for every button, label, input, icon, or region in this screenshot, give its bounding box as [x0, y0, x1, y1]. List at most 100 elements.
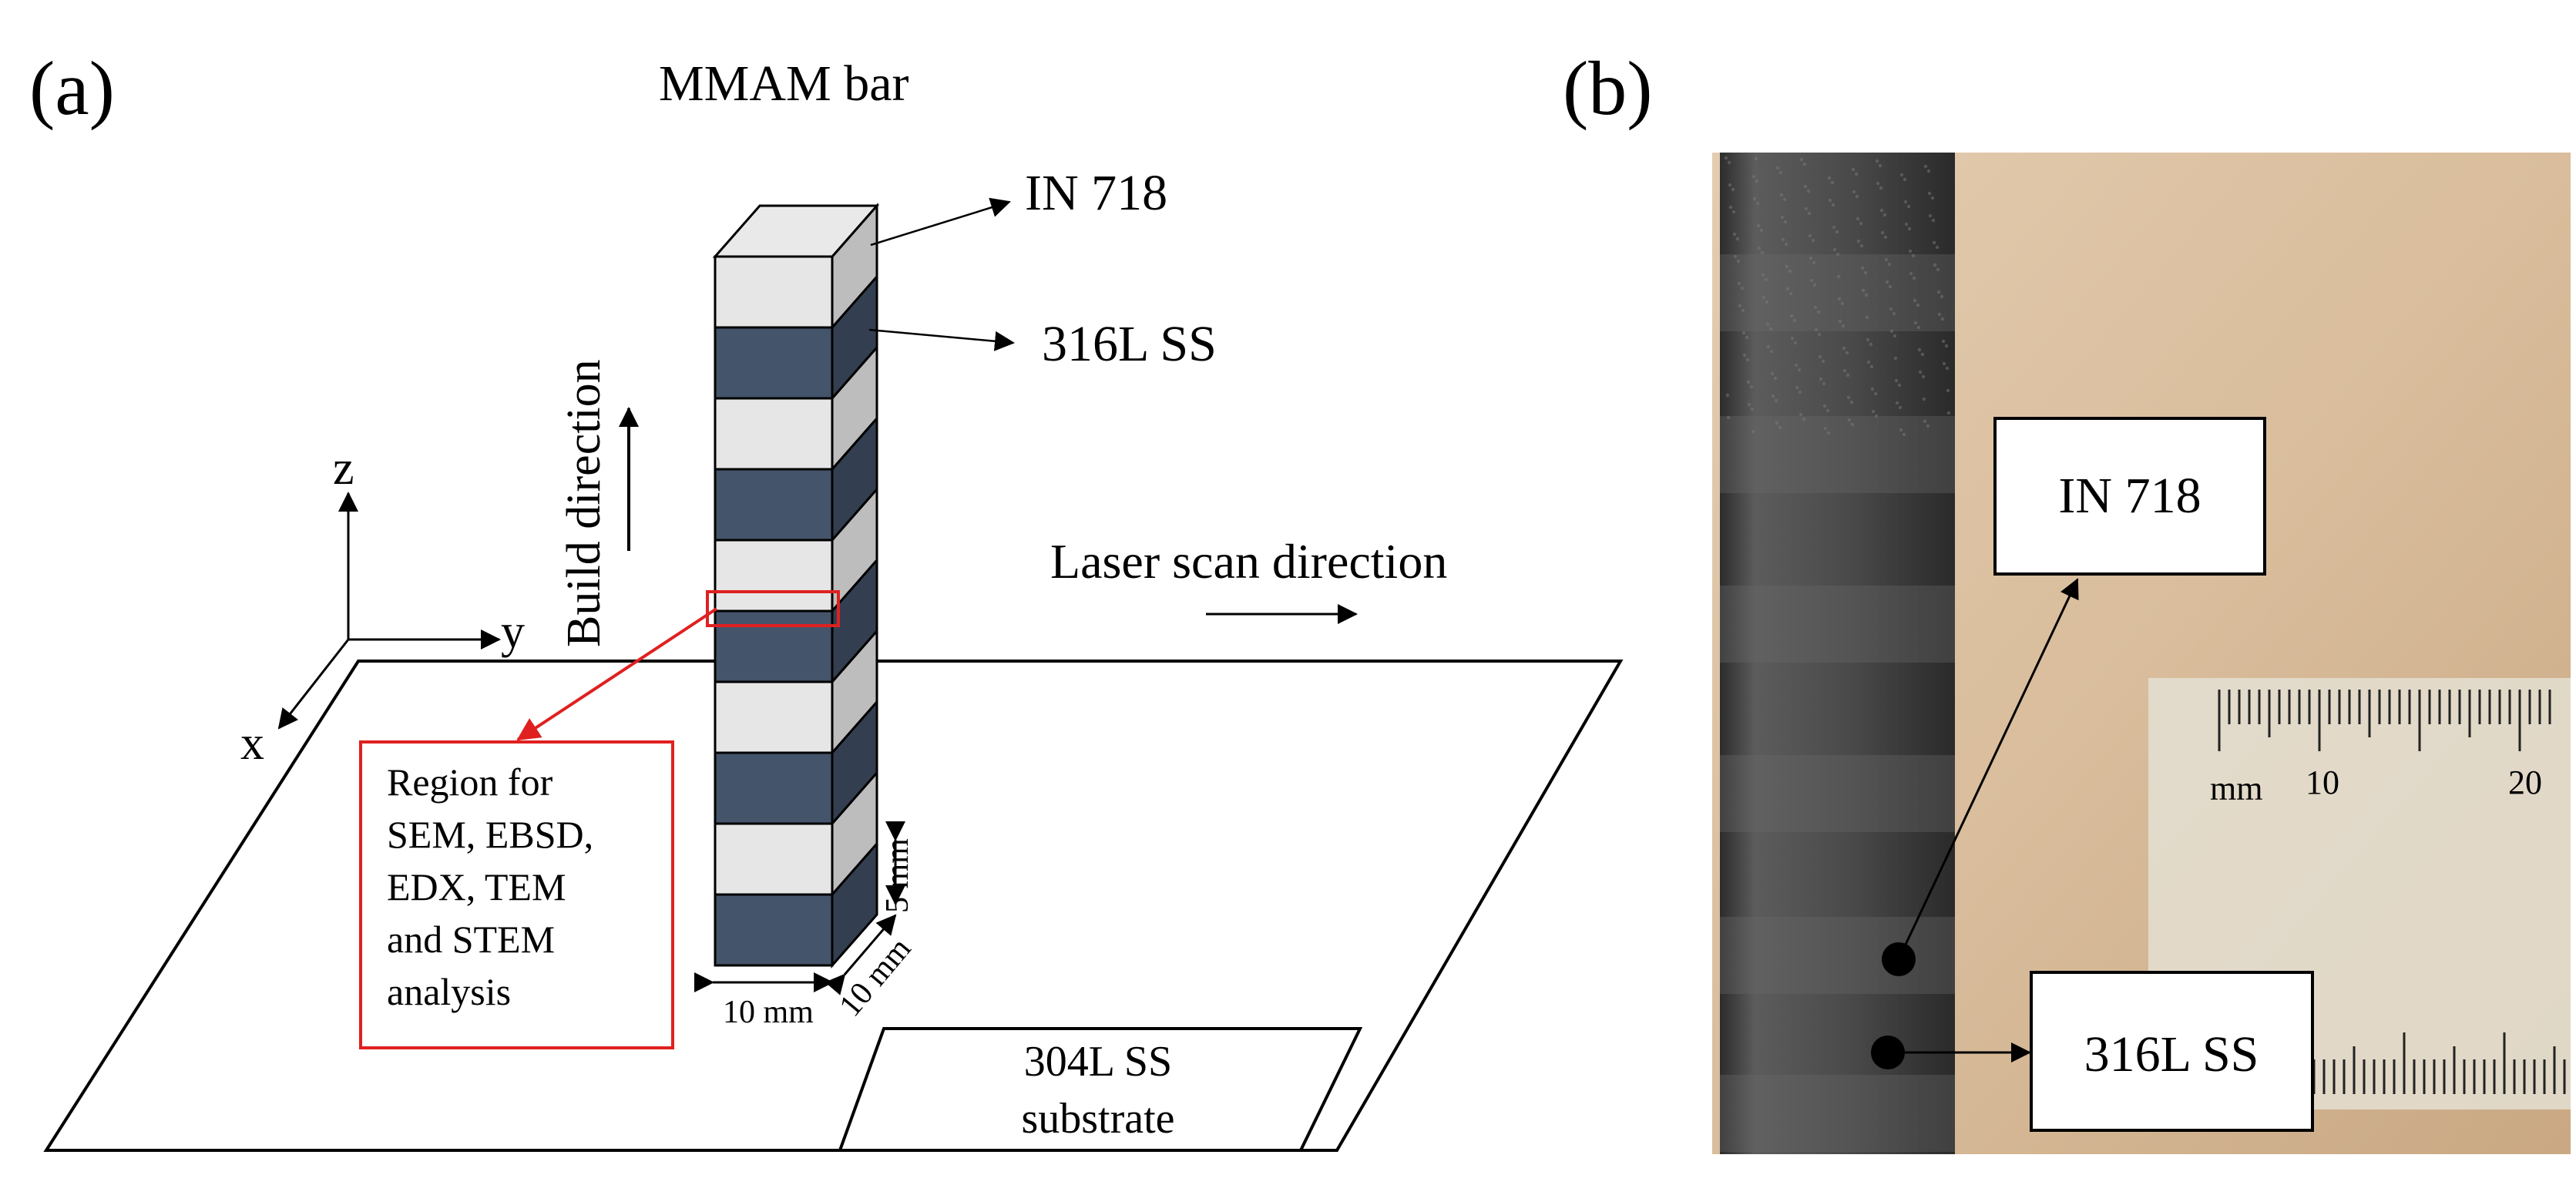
photo-speckle [1747, 402, 1751, 407]
photo-speckle [1779, 193, 1784, 197]
photo-speckle [1828, 198, 1832, 203]
photo-speckle [1764, 277, 1768, 282]
bar-layer-front [714, 751, 834, 825]
photo-speckle [1733, 254, 1738, 259]
photo-speckle [1817, 332, 1822, 337]
photo-speckle [1894, 378, 1899, 383]
photo-speckle [1783, 220, 1788, 224]
photo-speckle [1859, 221, 1863, 226]
panel-a-label: (a) [29, 45, 115, 131]
photo-speckle [1816, 310, 1821, 314]
photo-speckle [1822, 404, 1827, 408]
photo-speckle [1728, 205, 1733, 210]
photo-speckle [1846, 373, 1850, 378]
substrate-label-box [838, 1027, 1363, 1152]
bar-layer-front [714, 468, 834, 542]
photo-speckle [1728, 183, 1732, 187]
photo-speckle [1864, 293, 1869, 297]
photo-speckle [1893, 334, 1897, 338]
photo-speckle [1866, 337, 1870, 342]
photo-speckle [1865, 315, 1869, 320]
photo-speckle [1879, 186, 1883, 190]
x-axis [277, 639, 350, 730]
photo-speckle [1931, 218, 1936, 223]
photo-speckle [1908, 249, 1913, 253]
photo-speckle [1903, 200, 1908, 204]
photo-bar [1720, 153, 1955, 1154]
photo-speckle [1861, 288, 1866, 293]
photo-speckle [1842, 368, 1847, 373]
photo-speckle [1899, 428, 1903, 432]
photo-speckle [1741, 331, 1746, 335]
photo-speckle [1821, 359, 1825, 364]
photo-speckle [1832, 247, 1837, 252]
region-line-5: analysis [387, 970, 511, 1013]
photo-speckle [1911, 253, 1916, 258]
photo-speckle [1802, 162, 1807, 166]
photo-speckle [1802, 417, 1806, 421]
photo-speckle [1782, 197, 1787, 202]
analysis-region-highlight [706, 590, 840, 627]
photo-speckle [1741, 308, 1745, 313]
y-axis-label: y [501, 606, 525, 658]
photo-speckle [1940, 294, 1944, 299]
photo-speckle [1921, 374, 1926, 379]
photo-speckle [1926, 169, 1931, 173]
ruler-unit: mm [2210, 770, 2262, 807]
photo-speckle [1765, 300, 1769, 304]
photo-speckle [1866, 360, 1871, 364]
build-direction-label: Build direction [558, 359, 610, 647]
panel-b: (b) mm 10 20 14 IN 718 316L SS [1563, 45, 2571, 1154]
photo-speckle [1869, 364, 1874, 369]
photo-speckle [1754, 156, 1758, 161]
photo-speckle [1809, 256, 1813, 260]
region-line-4: and STEM [387, 918, 555, 961]
photo-speckle [1745, 335, 1749, 340]
photo-speckle [1888, 284, 1893, 289]
photo-speckle [1818, 354, 1822, 359]
photo-speckle [1822, 381, 1826, 386]
bar-layer-front [714, 397, 834, 471]
photo-speckle [1874, 414, 1879, 418]
bar-layer-front [714, 609, 834, 683]
photo-speckle [1889, 329, 1894, 334]
photo-speckle [1811, 238, 1815, 243]
in718-label: IN 718 [1025, 165, 1167, 221]
photo-speckle [1936, 290, 1941, 294]
photo-speckle [1751, 174, 1756, 179]
photo-speckle [1845, 351, 1849, 355]
photo-speckle [1841, 324, 1846, 328]
photo-speckle [1883, 235, 1888, 240]
photo-speckle [1859, 243, 1864, 248]
photo-speckle [1892, 311, 1896, 316]
photo-speckle [1731, 187, 1735, 192]
photo-speckle [1870, 387, 1875, 391]
ruler-mark-20: 20 [2508, 764, 2542, 801]
photo-speckle [1793, 341, 1798, 345]
photo-speckle [1775, 166, 1780, 170]
bar-title: MMAM bar [659, 55, 909, 112]
photo-speckle [1879, 208, 1884, 213]
photo-speckle [1916, 325, 1921, 330]
photo-speckle [1842, 346, 1846, 351]
photo-speckle [1732, 232, 1737, 237]
photo-speckle [1773, 376, 1778, 381]
photo-speckle [1869, 342, 1873, 347]
region-line-3: EDX, TEM [387, 865, 566, 908]
photo-speckle [1906, 204, 1911, 209]
photo-speckle [1942, 361, 1946, 366]
photo-speckle [1936, 267, 1940, 272]
photo-speckle [1909, 271, 1913, 276]
photo-speckle [1840, 301, 1845, 306]
region-line-2: SEM, EBSD, [387, 813, 593, 856]
photo-speckle [1945, 366, 1950, 371]
photo-speckle [1760, 250, 1765, 255]
photo-speckle [1731, 210, 1736, 214]
photo-speckle [1769, 349, 1774, 354]
photo-speckle [1751, 429, 1755, 434]
in718-callout-line [1897, 578, 2079, 960]
photo-speckle [1797, 368, 1802, 372]
photo-speckle [1852, 190, 1856, 194]
photo-speckle [1920, 352, 1925, 357]
